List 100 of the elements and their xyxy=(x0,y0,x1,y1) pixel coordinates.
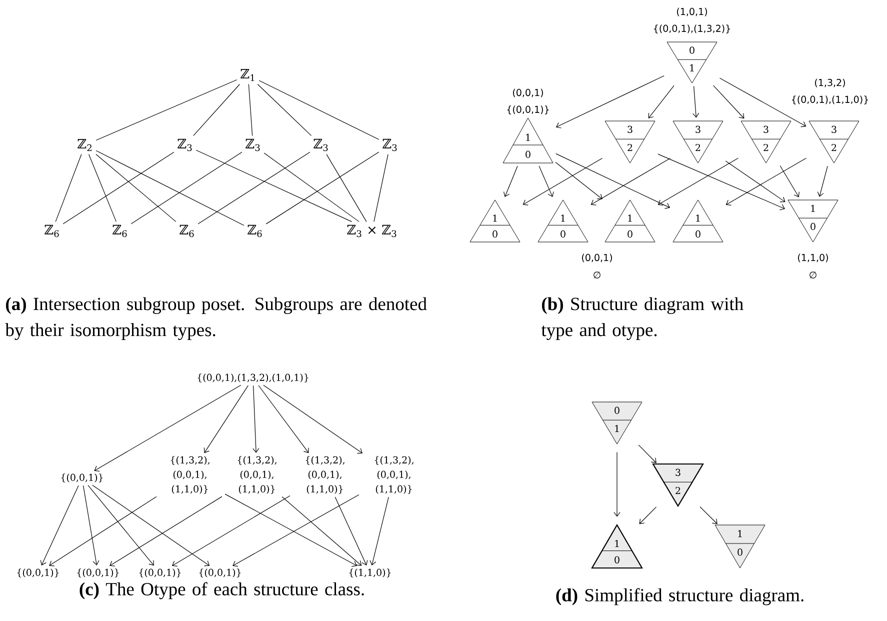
arrow xyxy=(88,485,154,566)
connector-line xyxy=(248,84,253,136)
triangle-node: 0 1 xyxy=(666,42,718,84)
group-label: ℤ$_{3}$ × ℤ$_{3}$ xyxy=(347,224,396,238)
set-label: {(1,1,0)} xyxy=(349,568,391,578)
arrow xyxy=(590,158,670,206)
arrow xyxy=(40,485,79,566)
arrow xyxy=(94,384,242,472)
arrow xyxy=(658,158,738,206)
set-label: {(0,0,1)} xyxy=(61,474,103,482)
group-label: ℤ$_{2}$ xyxy=(78,138,92,152)
arrow xyxy=(692,86,700,118)
connector-line xyxy=(62,152,174,224)
arrow xyxy=(334,496,368,566)
caption: (d) Simplified structure diagram. xyxy=(556,588,804,606)
set-label: {(0,0,1)} xyxy=(77,568,119,578)
arrow xyxy=(726,158,806,206)
triangle-node: 3 2 xyxy=(672,120,724,164)
triangle-node: 3 2 xyxy=(808,120,860,164)
type-label: {(0,0,1)} xyxy=(507,106,549,114)
arrow xyxy=(638,444,656,464)
set-label: {(0,0,1)} xyxy=(17,568,59,578)
connector-line xyxy=(258,80,380,140)
arrow xyxy=(725,160,786,202)
connector-line xyxy=(96,154,176,222)
arrow xyxy=(555,162,602,200)
type-label: {(0,0,1),(1,3,2)} xyxy=(654,24,730,34)
set-label: {(0,0,1),(1,3,2),(1,0,1)} xyxy=(198,374,308,382)
arrow xyxy=(503,166,518,198)
arrow xyxy=(49,496,157,566)
arrow xyxy=(204,385,248,454)
type-label: {(0,0,1),(1,1,0)} xyxy=(792,96,868,104)
arrow xyxy=(658,154,786,210)
connector-line xyxy=(96,79,238,141)
triangle-node: 1 0 xyxy=(502,118,554,164)
arrow xyxy=(282,496,362,566)
triangle-node: 3 2 xyxy=(604,120,656,164)
connector-line xyxy=(55,154,82,222)
group-label: ℤ$_{6}$ xyxy=(248,224,262,238)
caption: (c) The Otype of each structure class. xyxy=(80,582,364,600)
arrow xyxy=(713,85,744,119)
group-label: ℤ$_{6}$ xyxy=(180,224,194,238)
arrow xyxy=(720,78,806,128)
group-label: ℤ$_{3}$ xyxy=(314,138,328,152)
connector-line xyxy=(88,154,117,222)
arrow xyxy=(648,85,674,118)
arrow xyxy=(522,158,603,206)
connector-line xyxy=(326,154,367,222)
connector-line xyxy=(198,152,310,224)
type-label: (1,0,1) xyxy=(677,8,707,16)
group-label: ℤ$_{3}$ xyxy=(246,138,260,152)
group-label: ℤ$_{6}$ xyxy=(44,224,59,238)
triangle-node: 0 1 xyxy=(592,402,642,444)
triangle-node: 1 0 xyxy=(470,200,520,242)
set-label: {(1,3,2), (0,0,1), (1,1,0)} xyxy=(170,456,210,494)
set-label: {(0,0,1)} xyxy=(199,568,241,578)
caption: (b) Structure diagram with type and otype. xyxy=(541,297,744,340)
connector-line xyxy=(96,150,244,226)
type-label: (0,0,1) xyxy=(582,254,612,262)
type-label: ∅ xyxy=(810,272,816,278)
type-label: ∅ xyxy=(594,272,600,278)
group-label: ℤ$_{6}$ xyxy=(112,224,127,238)
arrow xyxy=(258,385,309,454)
type-label: (1,3,2) xyxy=(815,78,845,88)
triangle-node: 1 0 xyxy=(672,200,724,242)
arrow xyxy=(639,506,657,524)
triangle-node: 3 2 xyxy=(740,120,792,164)
arrow xyxy=(110,496,222,566)
triangle-node: 1 0 xyxy=(788,200,838,242)
arrow xyxy=(252,385,260,453)
set-label: {(0,0,1)} xyxy=(139,568,181,578)
arrow xyxy=(172,495,290,566)
connector-line xyxy=(257,84,312,136)
set-label: {(1,3,2), (0,0,1), (1,1,0)} xyxy=(306,456,344,494)
arrow xyxy=(780,165,800,198)
connector-line xyxy=(374,154,388,222)
arrow xyxy=(700,506,718,524)
triangle-node: 1 0 xyxy=(604,200,656,242)
connector-line xyxy=(130,152,242,224)
arrow xyxy=(92,484,210,566)
set-label: {(1,3,2), (0,0,1), (1,1,0)} xyxy=(374,456,414,494)
type-label: (0,0,1) xyxy=(513,88,543,98)
arrow xyxy=(556,75,664,128)
arrow xyxy=(556,153,670,209)
group-label: ℤ$_{1}$ xyxy=(240,68,254,82)
set-label: {(1,3,2), (0,0,1), (1,1,0)} xyxy=(238,456,276,494)
arrow xyxy=(817,166,828,197)
arrow xyxy=(263,384,363,454)
arrow xyxy=(614,452,620,517)
arrow xyxy=(82,485,100,566)
triangle-node: 1 0 xyxy=(538,200,588,242)
triangle-node: 1 0 xyxy=(714,524,766,568)
arrow xyxy=(370,496,389,566)
group-label: ℤ$_{3}$ xyxy=(382,138,397,152)
type-label: (1,1,0) xyxy=(798,254,828,262)
group-label: ℤ$_{3}$ xyxy=(178,138,192,152)
arrow xyxy=(538,166,554,198)
connector-line xyxy=(196,150,352,222)
caption: (a) Intersection subgroup poset. Subgroups are denoted by their isomorphism types. xyxy=(5,297,427,340)
connector-line xyxy=(193,84,240,136)
